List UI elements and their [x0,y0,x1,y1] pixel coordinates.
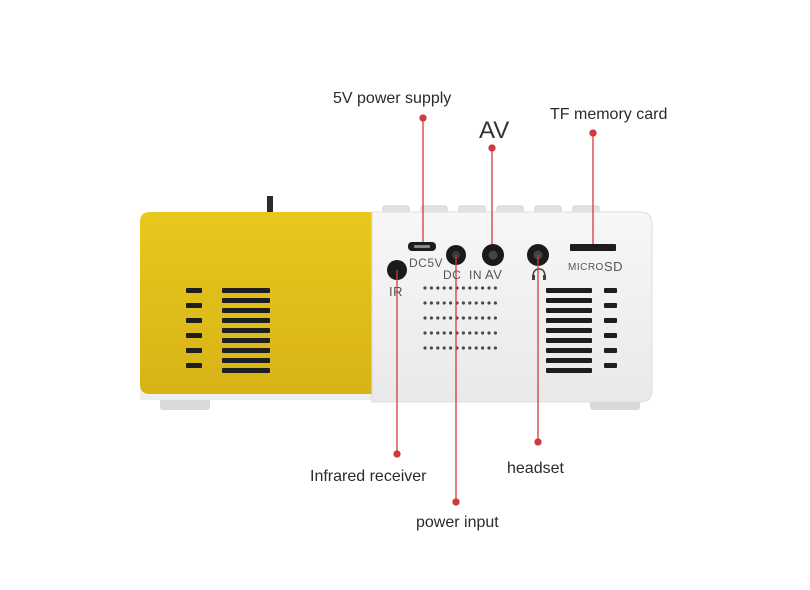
callout-power-input: power input [416,514,499,531]
grille-dot [442,316,446,320]
grille-dot [461,286,465,290]
grille-dot [442,301,446,305]
grille-dot [493,316,497,320]
grille-dot [474,316,478,320]
grille-dot [449,316,453,320]
grille-dot [474,331,478,335]
speaker-grille [423,286,497,350]
grille-dot [436,286,440,290]
grille-dot [461,346,465,350]
grille-dot [423,301,427,305]
grille-dot [468,301,472,305]
label-sd: SD [604,259,624,274]
grille-dot [487,301,491,305]
grille-dot [449,331,453,335]
grille-dot [468,331,472,335]
white-vents [546,288,617,373]
callout-tf-memory-card: TF memory card [550,106,668,123]
grille-dot [436,331,440,335]
grille-dot [423,286,427,290]
grille-dot [429,331,433,335]
callout-headset: headset [507,460,564,477]
grille-dot [449,301,453,305]
antenna-stub [267,196,273,214]
grille-dot [436,301,440,305]
grille-dot [487,286,491,290]
grille-dot [487,331,491,335]
grille-dot [474,301,478,305]
grille-dot [481,301,485,305]
grille-dot [461,301,465,305]
grille-dot [429,346,433,350]
grille-dot [481,331,485,335]
grille-dot [481,346,485,350]
grille-dot [461,331,465,335]
grille-dot [461,316,465,320]
grille-dot [429,301,433,305]
grille-dot [493,331,497,335]
grille-dot [487,346,491,350]
grille-dot [474,346,478,350]
yellow-vents [186,288,270,373]
callout-infrared-receiver: Infrared receiver [310,468,427,485]
grille-dot [468,316,472,320]
grille-dot [493,346,497,350]
grille-dot [423,346,427,350]
label-ir: IR [389,284,403,299]
grille-dot [481,286,485,290]
grille-dot [493,286,497,290]
grille-dot [442,331,446,335]
label-micro: MICRO [568,262,604,273]
grille-dot [468,346,472,350]
grille-dot [474,286,478,290]
grille-dot [423,331,427,335]
callout-av: AV [479,117,510,144]
label-dc5v: DC5V [409,256,444,270]
grille-dot [449,346,453,350]
grille-dot [468,286,472,290]
grille-dot [442,286,446,290]
grille-dot [429,316,433,320]
grille-dot [429,286,433,290]
white-housing [371,211,653,403]
callout-5v-power-supply: 5V power supply [333,90,452,107]
grille-dot [493,301,497,305]
grille-dot [481,316,485,320]
label-av: AV [485,267,503,282]
micro-sd-slot [570,244,616,251]
label-dc-in: DC IN [443,268,482,282]
grille-dot [423,316,427,320]
headphone-icon [532,268,546,278]
grille-dot [442,346,446,350]
grille-dot [436,316,440,320]
grille-dot [436,346,440,350]
grille-dot [449,286,453,290]
grille-dot [487,316,491,320]
